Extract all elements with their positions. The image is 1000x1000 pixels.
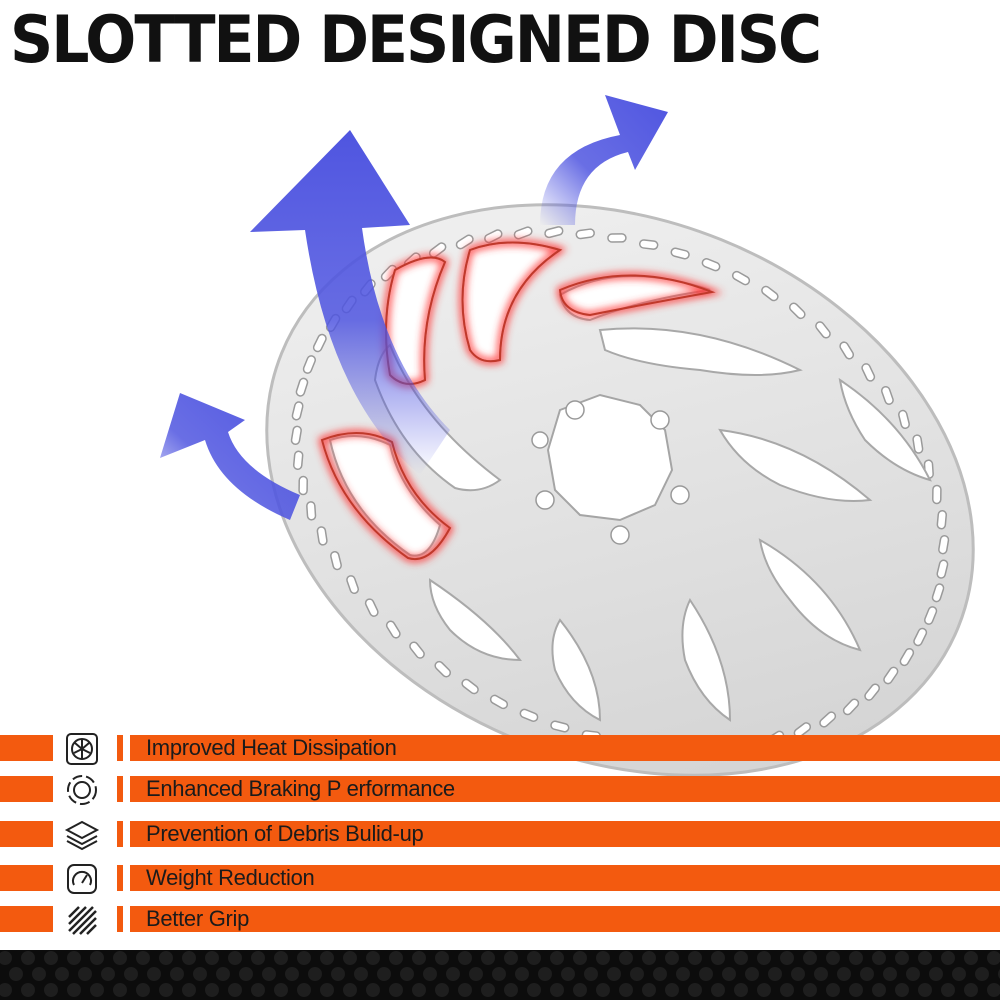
grip-texture-icon (64, 902, 100, 938)
arrow-up-right-icon (540, 95, 668, 225)
feature-row: Weight Reduction (0, 864, 1000, 894)
layers-icon (64, 817, 100, 853)
fan-heat-icon (64, 731, 100, 767)
gauge-icon (64, 861, 100, 897)
feature-row: Prevention of Debris Bulid-up (0, 820, 1000, 851)
arrow-up-large-icon (250, 130, 450, 475)
airflow-arrows (160, 95, 668, 520)
footer-band (0, 950, 1000, 1000)
brake-disc-icon (64, 772, 100, 808)
arrow-left-icon (160, 393, 300, 520)
feature-label: Better Grip (146, 906, 250, 931)
page-title: SLOTTED DESIGNED DISC (10, 2, 822, 79)
brake-disc (265, 203, 975, 777)
feature-row: Enhanced Braking P erformance (0, 775, 1000, 805)
feature-label: Prevention of Debris Bulid-up (146, 821, 424, 846)
feature-row: Improved Heat Dissipation (0, 733, 1000, 765)
feature-label: Weight Reduction (146, 865, 315, 890)
feature-row: Better Grip (0, 906, 1000, 935)
feature-label: Improved Heat Dissipation (146, 735, 397, 760)
feature-label: Enhanced Braking P erformance (146, 776, 455, 801)
